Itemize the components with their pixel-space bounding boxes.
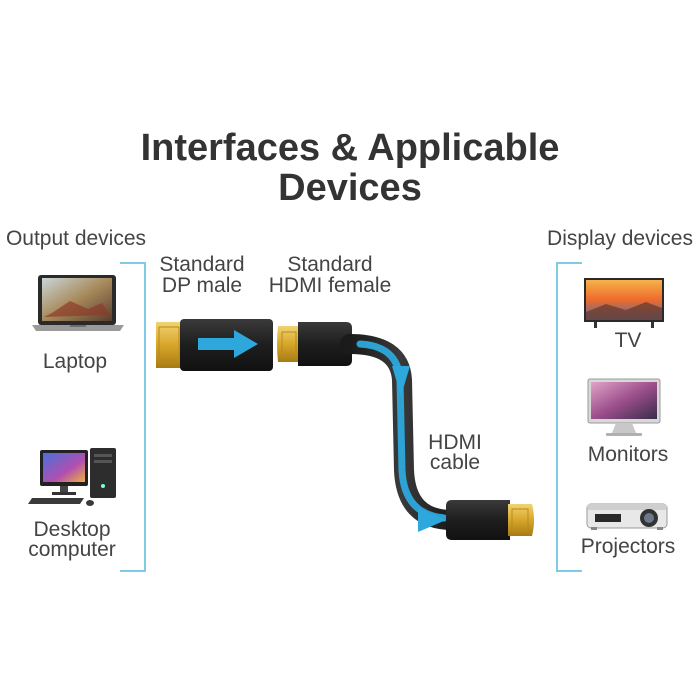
- hdmi-male-plug-bottom: [508, 504, 534, 536]
- monitors-label: Monitors: [587, 443, 669, 466]
- dp-label-line-1: Standard: [159, 253, 245, 276]
- title-line-2: Devices: [278, 167, 422, 209]
- hdmi-cable-label-line-1: HDMI: [428, 431, 482, 454]
- title-line-1: Interfaces & Applicable: [140, 127, 560, 169]
- dp-male-connector: [156, 322, 182, 368]
- projector-icon: [586, 503, 668, 530]
- cable-illustration: [156, 319, 534, 540]
- right-arrow-icon: [198, 330, 258, 358]
- tv-icon: [584, 278, 664, 328]
- laptop-label: Laptop: [42, 350, 108, 373]
- hdmi-female-label-line-1: Standard: [287, 253, 373, 276]
- monitor-icon: [587, 378, 661, 436]
- output-devices-bracket: [120, 262, 146, 572]
- hdmi-female-label-line-2: HDMI female: [268, 274, 392, 297]
- laptop-icon: [32, 275, 124, 331]
- hdmi-connector-housing-bottom: [446, 500, 510, 540]
- display-devices-heading: Display devices: [547, 227, 693, 250]
- hdmi-connector-housing-top: [298, 322, 352, 366]
- desktop-computer-label-line-1: Desktop: [33, 518, 111, 541]
- output-devices-heading: Output devices: [5, 227, 147, 250]
- dp-label-line-2: DP male: [161, 274, 243, 297]
- hdmi-cable-label-line-2: cable: [429, 451, 481, 474]
- projectors-label: Projectors: [580, 535, 676, 558]
- tv-label: TV: [614, 329, 642, 352]
- display-devices-bracket: [556, 262, 582, 572]
- curved-arrow-icon: [418, 508, 446, 532]
- hdmi-male-plug-top: [277, 326, 300, 362]
- desktop-computer-label-line-2: computer: [28, 538, 116, 561]
- down-arrow-icon: [392, 366, 410, 396]
- desktop-computer-icon: [28, 448, 116, 506]
